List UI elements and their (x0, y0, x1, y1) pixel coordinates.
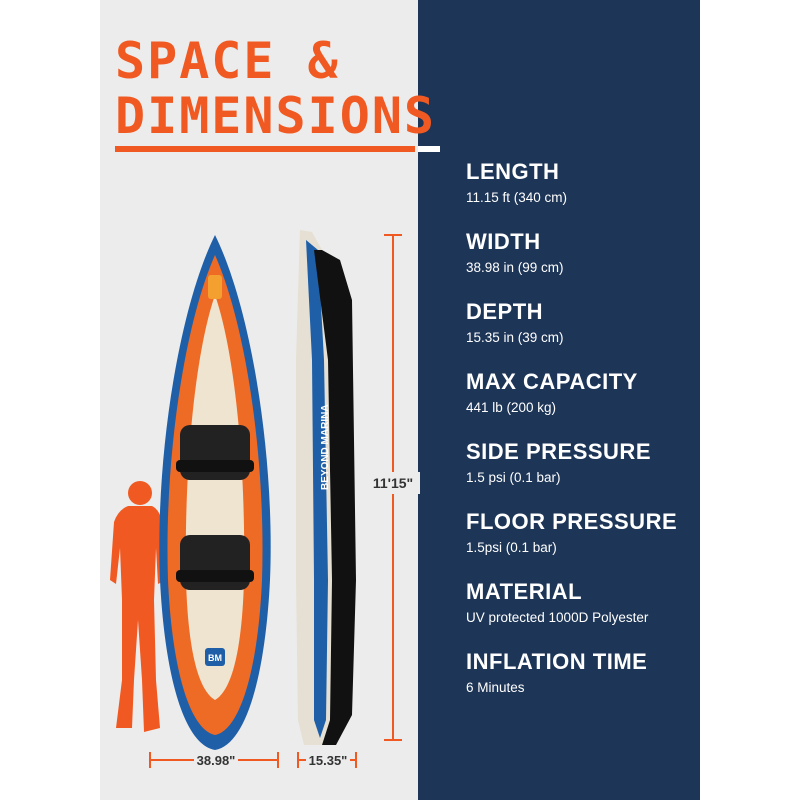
spec-max-capacity: MAX CAPACITY 441 lb (200 kg) (466, 370, 638, 416)
depth-dimension-label: 15.35" (309, 753, 348, 768)
spec-depth: DEPTH 15.35 in (39 cm) (466, 300, 564, 346)
page-title-line-2: DIMENSIONS (115, 87, 437, 145)
kayak-brand-label: BEYOND MARINA (320, 404, 331, 490)
kayak-top-view: BM (159, 235, 271, 750)
spec-value: UV protected 1000D Polyester (466, 610, 649, 625)
spec-length: LENGTH 11.15 ft (340 cm) (466, 160, 567, 206)
spec-value: 38.98 in (99 cm) (466, 260, 564, 275)
specs-panel (418, 0, 700, 800)
kayak-side-view: BEYOND MARINA (296, 230, 356, 745)
spec-side-pressure: SIDE PRESSURE 1.5 psi (0.1 bar) (466, 440, 651, 486)
page-title-line-1: SPACE & (115, 32, 340, 90)
spec-label: MATERIAL (466, 579, 583, 604)
width-dimension-label: 38.98" (197, 753, 236, 768)
spec-inflation-time: INFLATION TIME 6 Minutes (466, 650, 647, 696)
kayak-dimensions-illustration: BM BEYOND MARINA 11'15" 38.98" 15.35" (110, 230, 420, 769)
spec-label: WIDTH (466, 229, 541, 254)
spec-value: 1.5psi (0.1 bar) (466, 540, 557, 555)
spec-label: FLOOR PRESSURE (466, 509, 678, 534)
spec-material: MATERIAL UV protected 1000D Polyester (466, 580, 648, 626)
length-dimension-label: 11'15" (373, 475, 413, 491)
person-silhouette-icon (110, 481, 166, 732)
spec-label: SIDE PRESSURE (466, 439, 651, 464)
spec-label: INFLATION TIME (466, 649, 648, 674)
spec-value: 441 lb (200 kg) (466, 400, 557, 415)
spec-label: LENGTH (466, 159, 560, 184)
spec-label: MAX CAPACITY (466, 369, 638, 394)
spec-floor-pressure: FLOOR PRESSURE 1.5psi (0.1 bar) (466, 510, 677, 556)
kayak-badge: BM (208, 653, 222, 663)
spec-value: 11.15 ft (340 cm) (466, 190, 568, 205)
spec-value: 15.35 in (39 cm) (466, 330, 564, 345)
spec-value: 1.5 psi (0.1 bar) (466, 470, 561, 485)
spec-label: DEPTH (466, 299, 544, 324)
spec-value: 6 Minutes (466, 680, 525, 695)
title-underline-tail (418, 146, 440, 152)
title-underline (115, 146, 415, 152)
spec-width: WIDTH 38.98 in (99 cm) (466, 230, 564, 276)
